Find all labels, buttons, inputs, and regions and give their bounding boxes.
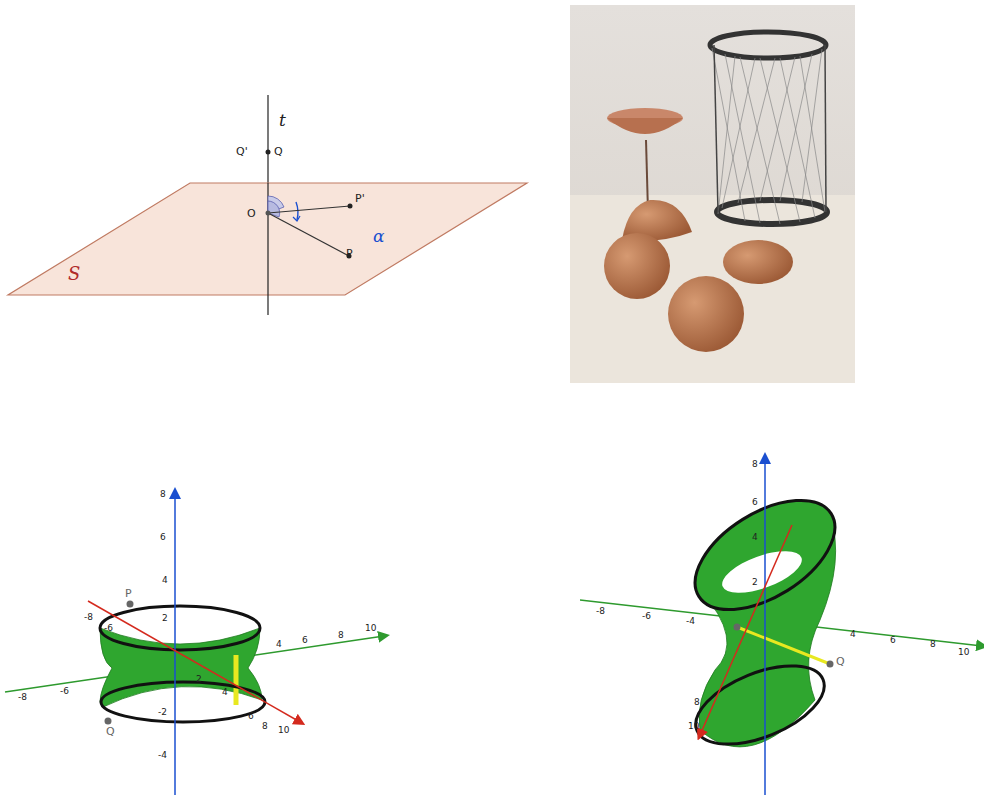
point-label: Q: [836, 656, 845, 667]
axis-tick: 8: [262, 722, 268, 731]
axis-tick: -6: [642, 612, 651, 621]
axis-name: t: [279, 112, 286, 129]
axis-tick: -6: [104, 624, 113, 633]
axis-tick: 10: [958, 648, 969, 657]
axis-tick: -4: [686, 617, 695, 626]
axis-tick: -8: [84, 613, 93, 622]
point-label: Q: [106, 726, 115, 737]
axis-tick: 8: [160, 490, 166, 499]
axis-tick: 4: [162, 576, 168, 585]
axis-tick: 6: [752, 498, 758, 507]
surface-plot-right: [580, 458, 982, 795]
axis-tick: 6: [160, 533, 166, 542]
axis-tick: 10: [278, 726, 289, 735]
axis-tick: 10: [688, 722, 699, 731]
point-label: Q': [236, 146, 248, 157]
axis-tick: 4: [752, 533, 758, 542]
angle-label: α: [373, 228, 384, 245]
plane-label: S: [68, 265, 80, 283]
axis-tick: 8: [930, 640, 936, 649]
axis-tick: 6: [248, 712, 254, 721]
axis-tick: 6: [302, 636, 308, 645]
axis-tick: 8: [752, 460, 758, 469]
rotation-diagram: [8, 95, 527, 315]
point-label: P: [346, 248, 353, 259]
axis-tick: 2: [752, 578, 758, 587]
axis-tick: 2: [162, 614, 168, 623]
point-label: O: [247, 208, 256, 219]
point-label: P: [125, 588, 132, 599]
point-label: P': [355, 193, 365, 204]
axis-tick: 4: [276, 640, 282, 649]
axis-tick: 8: [694, 698, 700, 707]
axis-tick: 4: [850, 630, 856, 639]
axis-tick: -4: [158, 751, 167, 760]
axis-tick: -8: [18, 693, 27, 702]
axis-tick: 4: [222, 688, 228, 697]
axis-tick: -2: [158, 708, 167, 717]
point-label: Q: [274, 146, 283, 157]
axis-tick: 10: [365, 624, 376, 633]
axis-tick: 6: [890, 636, 896, 645]
axis-tick: -8: [596, 607, 605, 616]
axis-tick: 8: [338, 631, 344, 640]
surface-plot-left: [5, 493, 384, 795]
axis-tick: 2: [196, 675, 202, 684]
photo-of-models: [570, 5, 855, 383]
axis-tick: -6: [60, 687, 69, 696]
